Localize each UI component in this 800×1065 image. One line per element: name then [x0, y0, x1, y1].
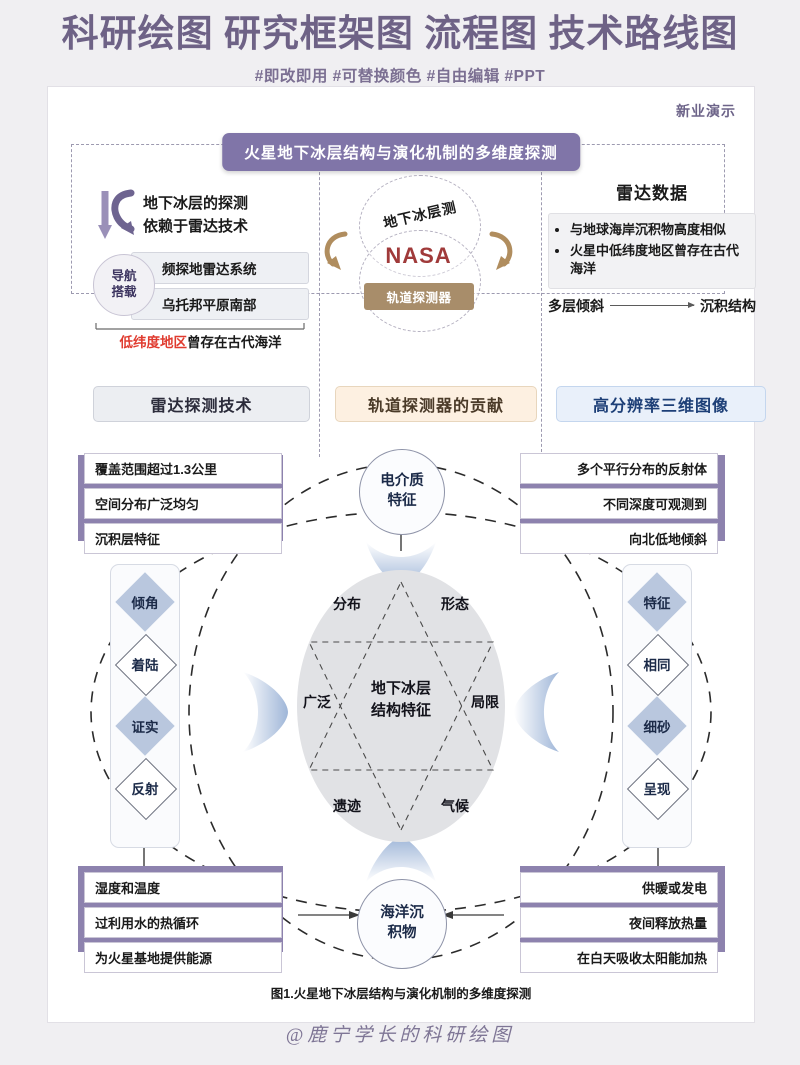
- hex-label-bottom-right: 气候: [441, 798, 469, 814]
- page-title: 科研绘图 研究框架图 流程图 技术路线图: [61, 14, 739, 55]
- box-top-right: 多个平行分布的反射体 不同深度可观测到 向北低地倾斜: [520, 447, 732, 558]
- center-hexagram: 分布 形态 广泛 局限 遗迹 气候 地下冰层 结构特征: [297, 570, 505, 842]
- box-top-right-item-1[interactable]: 多个平行分布的反射体: [520, 453, 718, 484]
- diamond-right-4[interactable]: 呈现: [626, 757, 690, 821]
- middle-diagram: 覆盖范围超过1.3公里 空间分布广泛均匀 沉积层特征 多个平行分布的反射体 不同…: [48, 447, 754, 977]
- pill-orbiter-contribution[interactable]: 轨道探测器的贡献: [335, 386, 537, 422]
- node-ocean-sediment[interactable]: 海洋沉 积物: [357, 879, 447, 969]
- curl-arrow-row: 地下冰层的探测 依赖于雷达技术: [93, 187, 308, 243]
- diamond-right-2-label: 相同: [643, 658, 671, 673]
- node-dielectric-line1: 电介质: [380, 473, 424, 490]
- page-header: 科研绘图 研究框架图 流程图 技术路线图 #即改即用 #可替换颜色 #自由编辑 …: [0, 0, 800, 86]
- radar-data-box: 与地球海岸沉积物高度相似 火星中低纬度地区曾存在古代海洋: [548, 213, 756, 289]
- diamond-left-4-label: 反射: [131, 782, 159, 797]
- red-note-rest: 曾存在古代海洋: [187, 335, 282, 350]
- hex-label-top-left: 分布: [333, 596, 361, 612]
- side-panel-left: 倾角 着陆 证实 反射: [110, 564, 180, 848]
- radar-data-title: 雷达数据: [616, 184, 688, 203]
- nav-circle-line1: 导航: [111, 269, 137, 284]
- node-dielectric-line2: 特征: [387, 493, 417, 509]
- venn-label-nasa: NASA: [385, 243, 452, 268]
- top-right-column: 雷达数据 与地球海岸沉积物高度相似 火星中低纬度地区曾存在古代海洋 多层倾斜 沉…: [548, 179, 756, 316]
- hex-center-line2: 结构特征: [370, 701, 431, 719]
- top-center-column: 地下冰层测 NASA 轨道探测器: [324, 175, 513, 340]
- box-bottom-left-item-1[interactable]: 湿度和温度: [84, 872, 282, 903]
- curved-arrow-icon: [98, 189, 135, 239]
- top-left-column: 地下冰层的探测 依赖于雷达技术 频探地雷达系统 乌托邦平原南部 导航 搭载 低纬…: [93, 187, 309, 351]
- main-banner-title: 火星地下冰层结构与演化机制的多维度探测: [222, 133, 580, 171]
- diamond-left-4[interactable]: 反射: [114, 757, 178, 821]
- box-top-left-item-3[interactable]: 沉积层特征: [84, 523, 282, 554]
- top-left-text-block: 地下冰层的探测 依赖于雷达技术: [143, 192, 248, 239]
- box-top-left-item-2[interactable]: 空间分布广泛均匀: [84, 488, 282, 519]
- radar-bullet-2: 火星中低纬度地区曾存在古代海洋: [570, 242, 746, 278]
- box-bottom-left: 湿度和温度 过利用水的热循环 为火星基地提供能源: [70, 866, 283, 977]
- swirl-arrow-right-icon: [489, 231, 513, 270]
- top-left-line2: 依赖于雷达技术: [143, 218, 249, 235]
- diamond-left-1[interactable]: 倾角: [115, 572, 175, 632]
- box-bottom-right: 供暖或发电 夜间释放热量 在白天吸收太阳能加热: [520, 866, 732, 977]
- hex-label-right: 局限: [471, 694, 499, 710]
- box-bottom-right-item-2[interactable]: 夜间释放热量: [520, 907, 718, 938]
- side-panel-right: 特征 相同 细砂 呈现: [622, 564, 692, 848]
- diamond-left-3-label: 证实: [131, 720, 159, 735]
- nav-bar-1[interactable]: 频探地雷达系统: [131, 252, 309, 284]
- diamond-right-3[interactable]: 细砂: [627, 696, 687, 756]
- venn-circle-bottom: [359, 230, 481, 332]
- diamond-left-2-label: 着陆: [131, 658, 159, 673]
- diamond-right-1[interactable]: 特征: [627, 572, 687, 632]
- diamond-right-2[interactable]: 相同: [626, 633, 690, 697]
- node-ocean-line2: 积物: [387, 925, 417, 941]
- radar-flow-right: 沉积结构: [700, 297, 756, 314]
- radar-flow-left: 多层倾斜: [548, 297, 604, 314]
- slide-card: 新业演示 火星地下冰层结构与演化机制的多维度探测 地下冰层的探测 依赖于雷达技术…: [47, 86, 766, 1023]
- bracket-icon: [95, 323, 305, 330]
- nav-bars: 频探地雷达系统 乌托邦平原南部: [131, 252, 309, 324]
- diamond-right-4-label: 呈现: [643, 782, 671, 797]
- box-bottom-right-item-1[interactable]: 供暖或发电: [520, 872, 718, 903]
- hex-center-line1: 地下冰层: [370, 680, 431, 697]
- diamond-right-3-label: 细砂: [643, 720, 671, 735]
- swirl-arrow-left-icon: [324, 231, 348, 270]
- red-note: 低纬度地区曾存在古代海洋: [93, 331, 308, 351]
- nav-circle-badge: 导航 搭载: [93, 254, 155, 316]
- hex-label-bottom-left: 遗迹: [333, 798, 361, 814]
- box-bottom-right-item-3[interactable]: 在白天吸收太阳能加热: [520, 942, 718, 973]
- hex-label-left: 广泛: [303, 694, 331, 710]
- radar-flow-row: 多层倾斜 沉积结构: [548, 296, 756, 316]
- diamond-left-1-label: 倾角: [131, 596, 159, 611]
- page-tags: #即改即用 #可替换颜色 #自由编辑 #PPT: [254, 67, 546, 85]
- column-divider-right: [541, 157, 542, 457]
- box-bottom-left-item-2[interactable]: 过利用水的热循环: [84, 907, 282, 938]
- diamond-right-1-label: 特征: [643, 596, 671, 611]
- brand-label: 新业演示: [676, 103, 736, 119]
- hex-label-top-right: 形态: [441, 596, 469, 612]
- nav-bar-2[interactable]: 乌托邦平原南部: [131, 288, 309, 320]
- red-note-highlight: 低纬度地区: [119, 335, 188, 350]
- hexagram-oval: [297, 570, 505, 842]
- top-left-line1: 地下冰层的探测: [143, 194, 249, 212]
- flow-arrow-icon: [610, 301, 695, 308]
- pill-radar-tech[interactable]: 雷达探测技术: [93, 386, 310, 422]
- node-dielectric[interactable]: 电介质 特征: [359, 449, 445, 535]
- diamond-left-3[interactable]: 证实: [115, 696, 175, 756]
- watermark-footer: @鹿宁学长的科研绘图: [285, 1025, 515, 1046]
- radar-bullet-1: 与地球海岸沉积物高度相似: [570, 221, 746, 239]
- nav-circle-line2: 搭载: [111, 285, 137, 299]
- figure-caption: 图1.火星地下冰层结构与演化机制的多维度探测: [270, 987, 532, 1001]
- diamond-left-2[interactable]: 着陆: [114, 633, 178, 697]
- box-bottom-left-item-3[interactable]: 为火星基地提供能源: [84, 942, 282, 973]
- venn-label-orbiter: 轨道探测器: [364, 283, 474, 310]
- diagram-connectors: [90, 463, 712, 961]
- hexagram-lines: [308, 580, 494, 832]
- node-ocean-line1: 海洋沉: [380, 905, 424, 922]
- box-top-left-item-1[interactable]: 覆盖范围超过1.3公里: [84, 453, 282, 484]
- pill-hires-3d-image[interactable]: 高分辨率三维图像: [556, 386, 766, 422]
- nav-group: 频探地雷达系统 乌托邦平原南部 导航 搭载: [93, 252, 309, 330]
- box-top-left: 覆盖范围超过1.3公里 空间分布广泛均匀 沉积层特征: [70, 447, 283, 558]
- hex-center-label: 地下冰层 结构特征: [297, 678, 505, 722]
- box-top-right-item-3[interactable]: 向北低地倾斜: [520, 523, 718, 554]
- box-top-right-item-2[interactable]: 不同深度可观测到: [520, 488, 718, 519]
- column-divider-left: [319, 157, 320, 457]
